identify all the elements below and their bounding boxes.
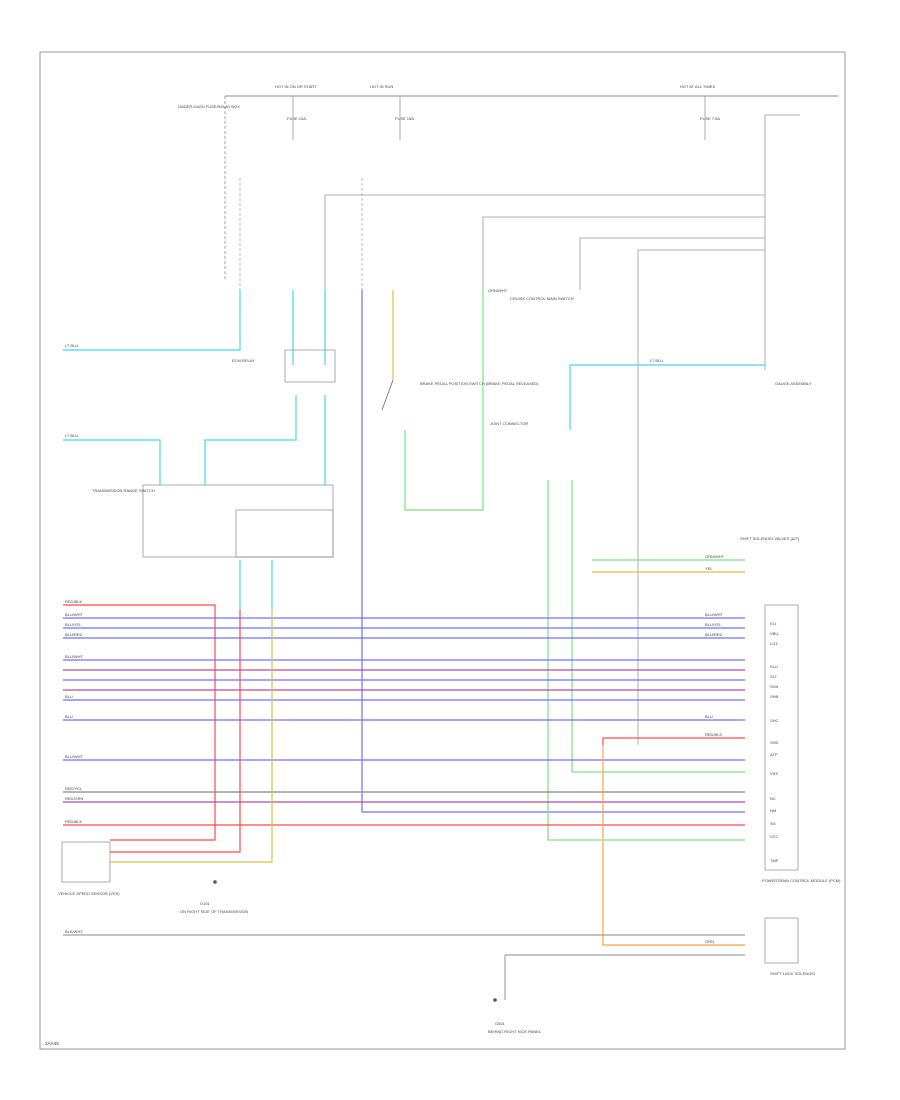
term-2: VBU <box>770 631 778 636</box>
bus-label-5: BLU/WHT <box>65 654 84 659</box>
bus-label-r4: BLU <box>705 714 713 719</box>
bus-label-12: BLK/WHT <box>65 929 83 934</box>
right-upper-label: SHIFT SOLENOID VALVES (A/T) <box>740 536 800 541</box>
term-7: SHB <box>770 694 779 699</box>
wire-upper-1 <box>324 194 765 290</box>
wire-green-2 <box>547 480 745 841</box>
wire-cyan-9 <box>569 364 765 430</box>
bus-red-3 <box>110 610 241 853</box>
term-12: NC <box>770 796 776 801</box>
bus-label-3: BLU/YEL <box>65 622 82 627</box>
bus-orange-1 <box>602 745 745 946</box>
bus-label-1: RED/BLK <box>65 599 82 604</box>
wire-label-grn-1: GRN/WHT <box>488 288 508 293</box>
cruise-switch-label: BRAKE PEDAL POSITION SWITCH (BRAKE PEDAL… <box>420 381 539 386</box>
bus-label-r8: YEL <box>705 566 713 571</box>
term-11: VSS <box>770 771 778 776</box>
label-hot-run-start: HOT IN ON OR START <box>275 84 317 89</box>
bus-label-r1: BLU/WHT <box>705 612 724 617</box>
bus-label-r7: GRN/WHT <box>705 554 725 559</box>
label-hot-run: HOT IN RUN <box>370 84 393 89</box>
bus-label-r6: ORN <box>705 939 714 944</box>
term-6: SHA <box>770 684 779 689</box>
wire-upper-2 <box>482 216 765 290</box>
term-10: ATP <box>770 752 778 757</box>
wire-upper-3 <box>579 237 765 290</box>
label-fuse-c: FUSE 7.5A <box>700 116 720 121</box>
label-hot-always: HOT AT ALL TIMES <box>680 84 715 89</box>
ecm-relay-label: ECM RELAY <box>232 358 255 363</box>
label-fuse-b: FUSE 15A <box>395 116 414 121</box>
wire-blue-vertical <box>361 290 745 813</box>
bus-label-6: BLU <box>65 694 73 699</box>
label-fuse-a: FUSE 10A <box>287 116 306 121</box>
trans-range-switch-inner <box>235 509 334 558</box>
ground-b-dot <box>493 998 497 1002</box>
lower-right-label: SHIFT LOCK SOLENOID <box>770 971 815 976</box>
term-4: SLU <box>770 664 778 669</box>
term-16: TMP <box>770 858 779 863</box>
bus-label-r2: BLU/YEL <box>705 622 722 627</box>
bus-yellow-1 <box>110 610 273 863</box>
wire-cyan-3 <box>63 439 161 485</box>
label-dash-box: UNDER-DASH FUSE/RELAY BOX <box>178 104 240 109</box>
term-15: VCC <box>770 834 779 839</box>
bus-label-10: RED/GRN <box>65 796 84 801</box>
bus-label-4: BLU/RED <box>65 632 82 637</box>
trans-range-switch-label: TRANSMISSION RANGE SWITCH <box>92 488 155 493</box>
trans-range-switch-box <box>142 484 334 558</box>
term-8: SHC <box>770 718 779 723</box>
page-code: 2AA45 <box>45 1041 59 1046</box>
wire-cyan-4 <box>204 395 297 485</box>
term-14: SG <box>770 821 776 826</box>
bus-red-1 <box>63 604 216 841</box>
label-upper-right: GAUGE ASSEMBLY <box>775 381 812 386</box>
bus-label-8: BLU/WHT <box>65 754 84 759</box>
bus-label-7: BLU <box>65 714 73 719</box>
term-1: IG1 <box>770 621 777 626</box>
diagram-frame <box>39 51 846 1050</box>
bus-label-r3: BLU/RED <box>705 632 722 637</box>
term-9: SHD <box>770 740 779 745</box>
mid-module-label: CRUISE CONTROL MAIN SWITCH <box>510 296 574 301</box>
pcm-label: POWERTRAIN CONTROL MODULE (PCM) <box>762 878 841 883</box>
bus-label-11: RED/BLK <box>65 819 82 824</box>
mid-module-label-2: JOINT CONNECTOR <box>490 421 528 426</box>
wire-upper-4 <box>637 249 765 745</box>
wire-label-cyan-1: LT BLU <box>65 343 78 348</box>
vss-label: VEHICLE SPEED SENSOR (VSS) <box>58 891 120 896</box>
ground-b-label: G401 <box>495 1021 506 1026</box>
wire-label-cyan-3: LT BLU <box>650 358 663 363</box>
bus-label-9: RED/YEL <box>65 786 83 791</box>
ground-b-desc: BEHIND RIGHT KICK PANEL <box>488 1029 542 1034</box>
wire-green-3 <box>571 480 745 773</box>
ground-a-label: G101 <box>200 901 211 906</box>
lower-right-connector <box>764 917 799 964</box>
ecm-relay-box <box>284 349 336 383</box>
wire-cyan-1 <box>63 290 241 351</box>
wire-label-cyan-2: LT BLU <box>65 433 78 438</box>
bus-label-2: BLU/WHT <box>65 612 84 617</box>
switch-arm <box>381 379 394 411</box>
term-5: SLT <box>770 674 778 679</box>
term-3: LG1 <box>770 641 778 646</box>
ground-a-dot <box>213 880 217 884</box>
term-13: NM <box>770 808 776 813</box>
pcm-connector <box>764 604 799 871</box>
bus-label-r5: RED/BLK <box>705 732 722 737</box>
bus-red-4 <box>602 737 745 745</box>
ground-a-desc: ON RIGHT SIDE OF TRANSMISSION <box>180 909 248 914</box>
wire-green-1 <box>404 290 484 511</box>
vss-box <box>61 841 111 883</box>
